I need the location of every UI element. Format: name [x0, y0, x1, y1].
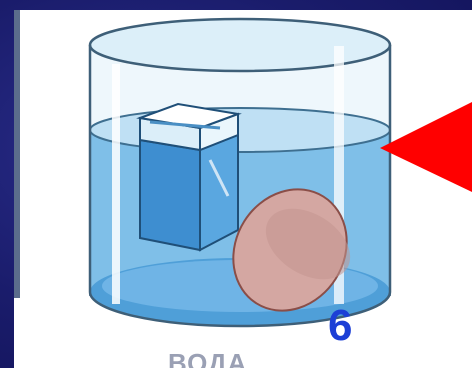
caption-label: ВОДА — [168, 350, 247, 368]
slide-number: 6 — [328, 304, 352, 348]
red-arrow-pointer-icon — [380, 102, 472, 192]
floating-block-icon — [140, 104, 238, 250]
